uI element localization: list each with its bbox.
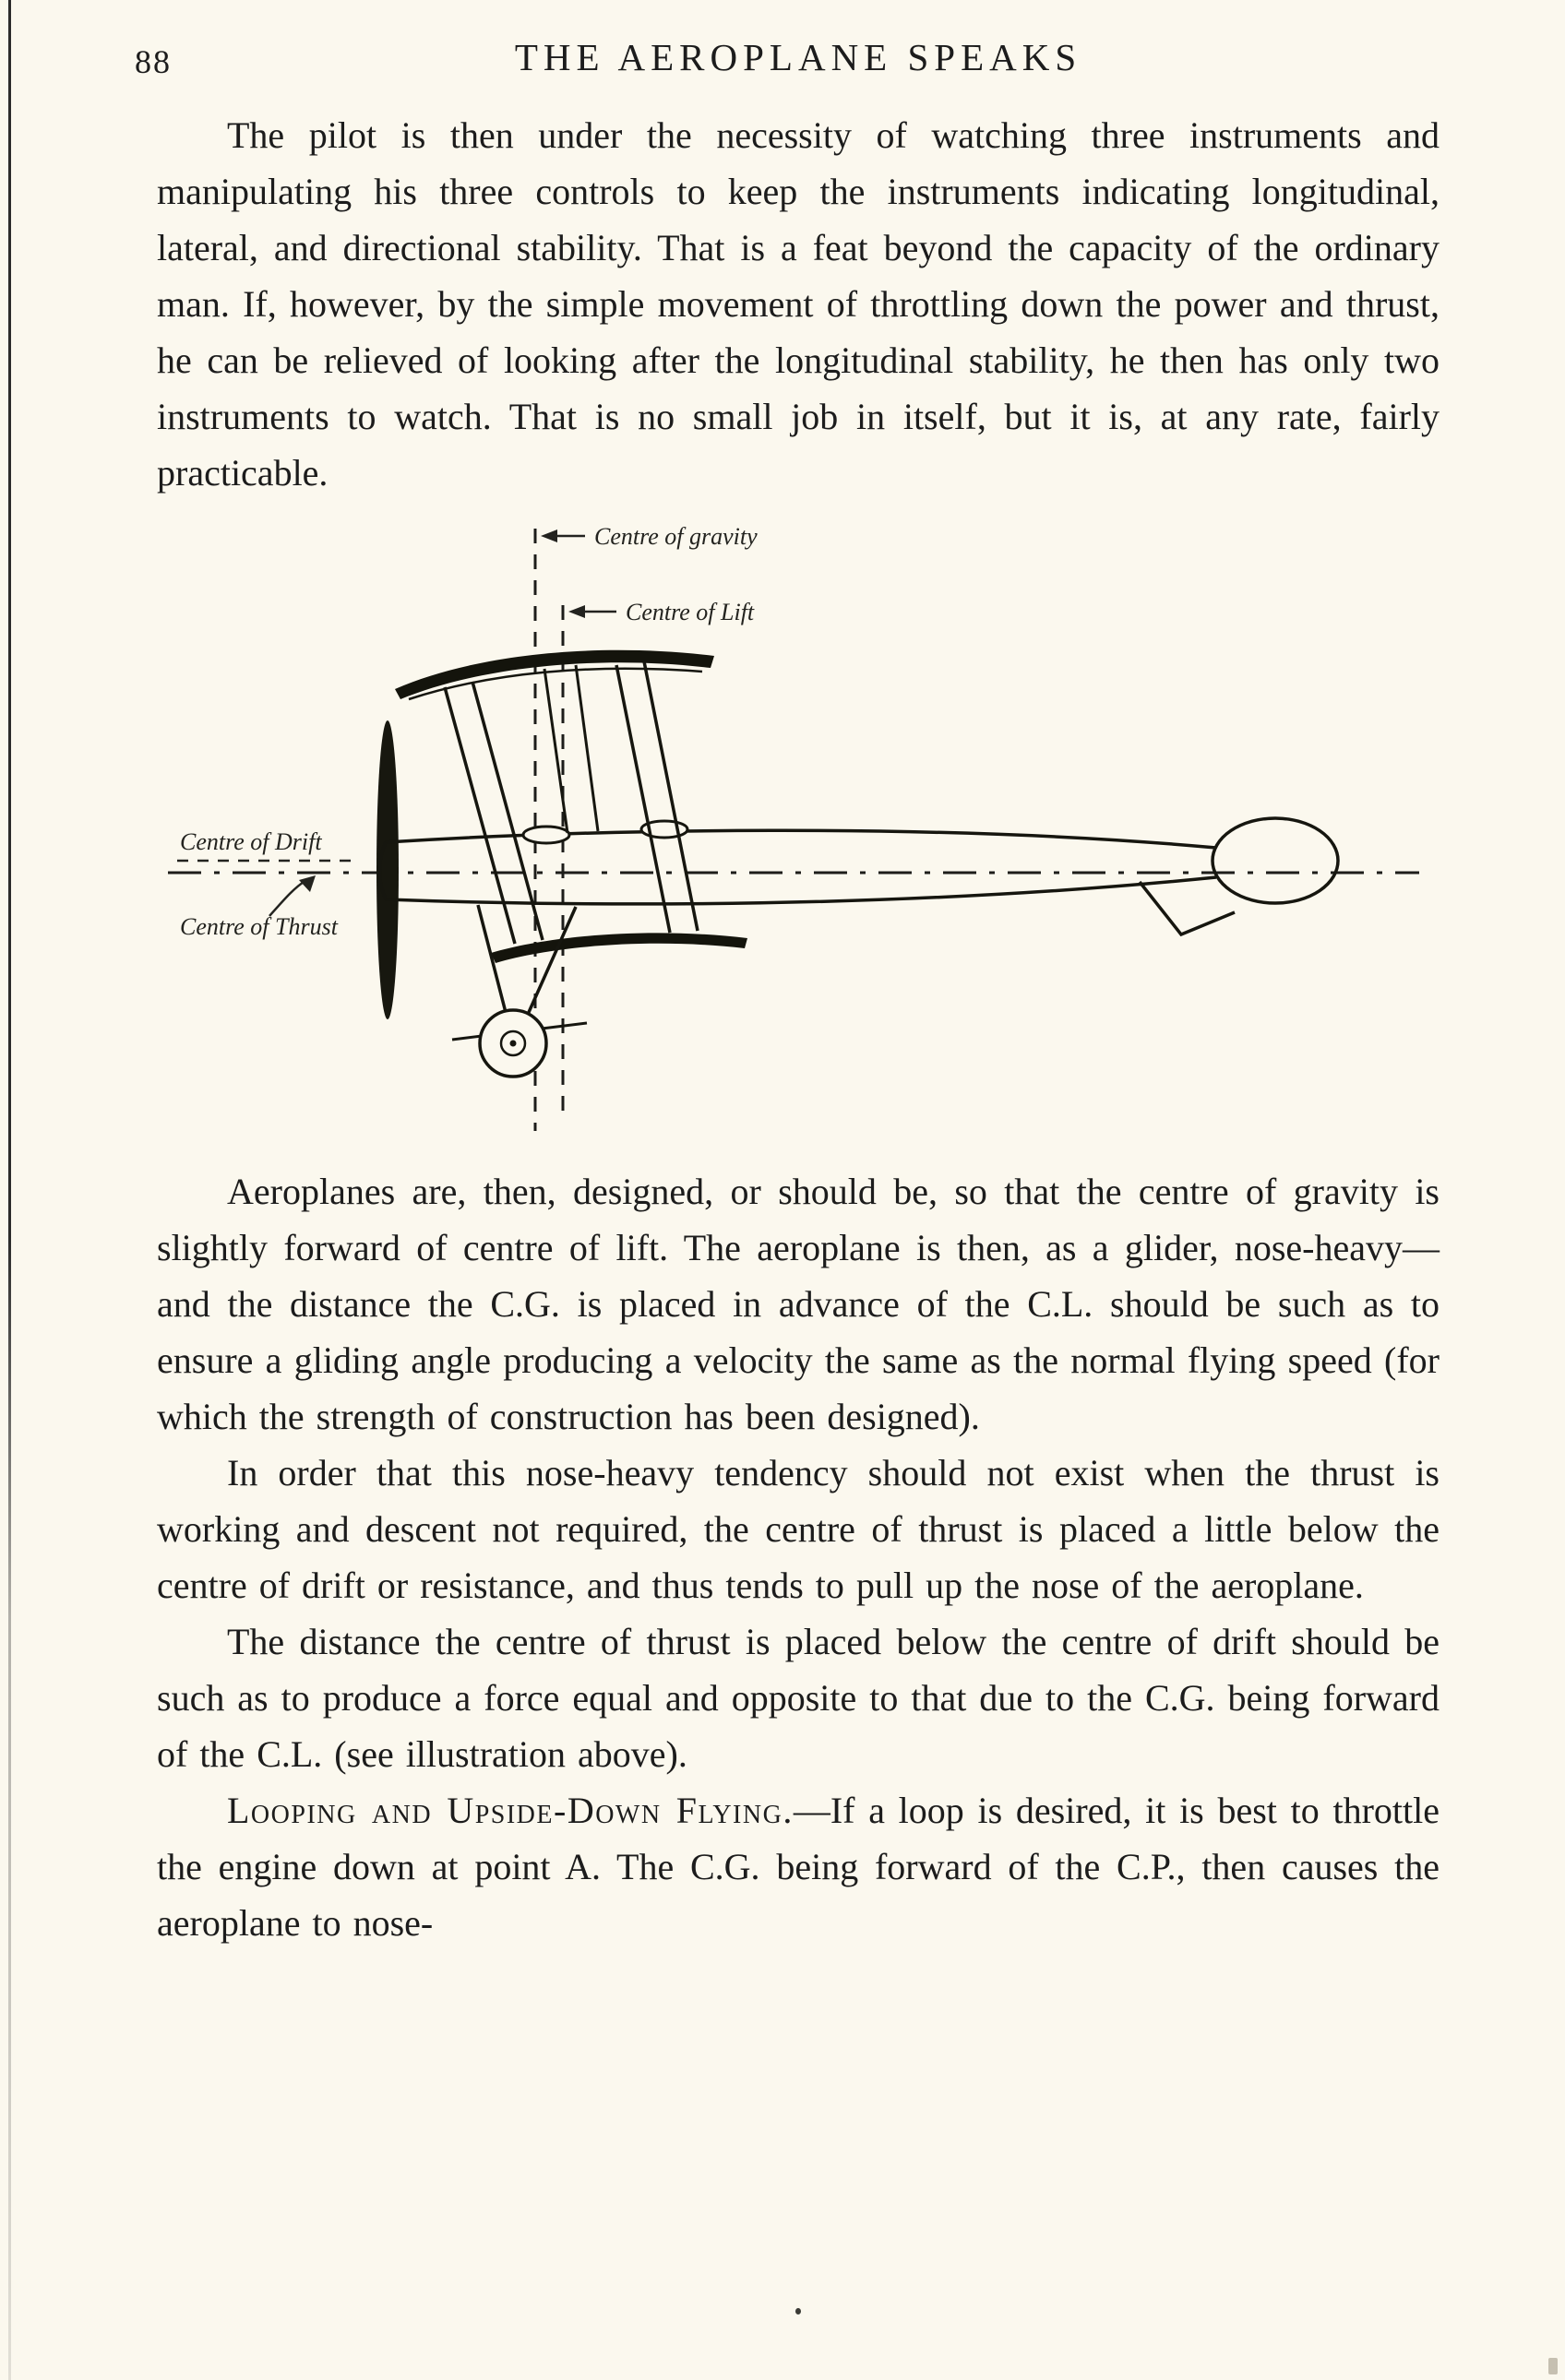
paragraph-5: Looping and Upside-Down Flying.—If a loo… [157,1782,1440,1951]
wheel-hub [509,1040,517,1047]
strut-rear-1 [615,664,672,934]
strut-front-2 [471,681,544,941]
paragraph-1: The pilot is then under the necessity of… [157,114,1440,494]
scan-artifact-corner [1548,2358,1558,2374]
paragraph-3: In order that this nose-heavy tendency s… [157,1452,1440,1606]
cabane-strut-1 [543,668,569,834]
centre-of-lift-label: Centre of Lift [626,599,755,625]
scan-artifact-dot [795,2308,801,2315]
biplane-drawing [376,649,1340,1078]
cockpit-front [521,825,571,845]
biplane-diagram-svg: Centre of gravity Centre of Lift Centre … [168,523,1419,1131]
thrust-arrowhead [299,875,316,892]
centre-of-gravity-label: Centre of gravity [594,523,758,550]
centre-of-drift-label: Centre of Drift [180,828,322,855]
paragraph-4: The distance the centre of thrust is pla… [157,1621,1440,1775]
page-number: 88 [135,43,172,80]
propeller [376,720,399,1019]
running-title: THE AEROPLANE SPEAKS [514,36,1082,78]
wheel-hub-ring [499,1029,527,1057]
page-edge-line [8,0,11,2380]
lower-wing [491,933,747,963]
paragraph-2: Aeroplanes are, then, designed, or shoul… [157,1171,1440,1437]
rudder [1211,816,1340,905]
strut-rear-2 [642,660,699,932]
paragraph-5-text: —If a loop is desired, it is best to thr… [157,1790,1440,1944]
nose [377,841,388,900]
top-wing [395,649,714,699]
section-heading-looping: Looping and Upside-Down Flying. [227,1790,794,1831]
cabane-strut-2 [574,664,600,832]
lift-arrowhead [568,605,585,618]
page-body: The pilot is then under the necessity of… [157,107,1440,1951]
biplane-diagram: Centre of gravity Centre of Lift Centre … [148,518,1440,1145]
strut-front-1 [443,686,517,945]
gear-strut-1 [476,904,511,1028]
gravity-arrowhead [541,530,557,542]
page-header: 88 THE AEROPLANE SPEAKS [135,35,1440,92]
centre-of-thrust-label: Centre of Thrust [180,913,339,940]
tail-skid [1138,880,1236,937]
fuselage-top [385,828,1217,850]
book-page: 88 THE AEROPLANE SPEAKS The pilot is the… [135,35,1440,1951]
fuselage-bottom [385,875,1217,906]
thrust-arrow [269,878,307,917]
gear-strut-2 [520,906,578,1028]
